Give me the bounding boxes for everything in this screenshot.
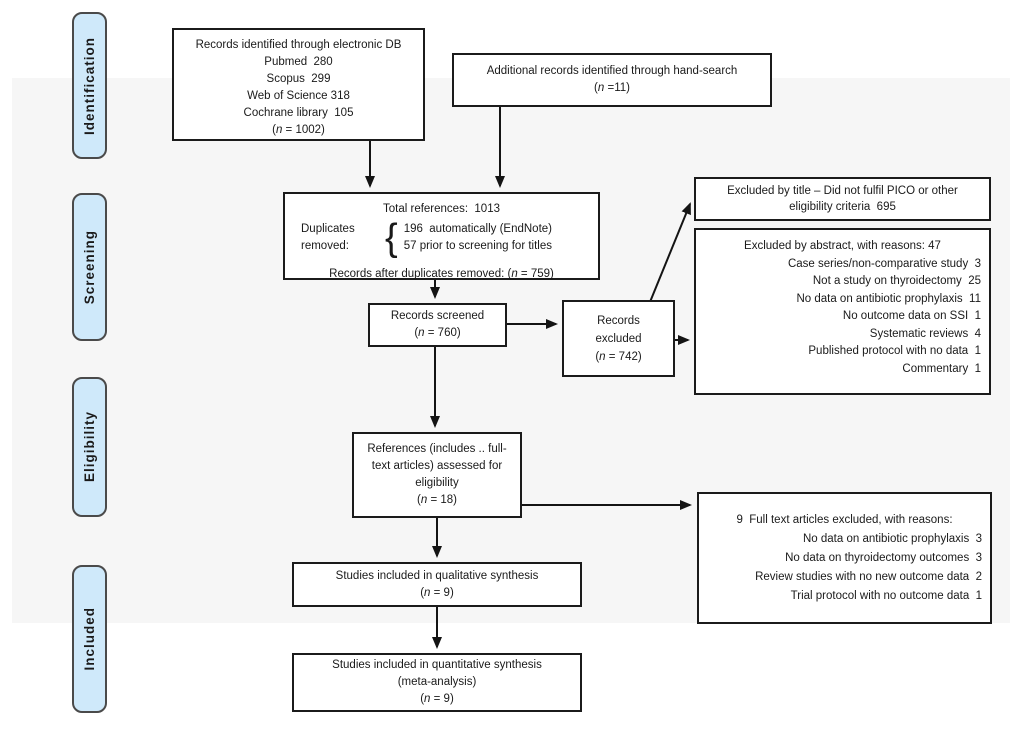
box-line: References (includes .. full- [367,443,507,455]
box-line: Records identified through electronic DB [195,39,402,51]
duplicates-removed-group: Duplicates removed: { 196 automatically … [301,219,598,257]
box-count: (n =11) [594,82,630,94]
exclusion-reason: Case series/non-comparative study 3 [787,257,981,270]
exclusion-reason: Trial protocol with no outcome data 1 [790,589,982,602]
stage-label-eligibility: Eligibility [72,377,107,517]
stage-label-screening: Screening [72,193,107,341]
exclusion-header: 9 Full text articles excluded, with reas… [736,513,953,526]
excluded-by-title-box: Excluded by title – Did not fulfil PICO … [694,177,991,221]
exclusion-header: Excluded by abstract, with reasons: 47 [744,240,941,252]
additional-records-box: Additional records identified through ha… [452,53,772,107]
stage-label-identification: Identification [72,12,107,159]
exclusion-reason: Not a study on thyroidectomy 25 [812,275,981,287]
box-line: excluded [595,332,642,345]
box-line: removed: [301,240,349,252]
records-screened-box: Records screened (n = 760) [368,303,507,347]
stage-label-text: Screening [82,229,97,305]
exclusion-reason: Commentary 1 [902,362,981,375]
box-line: Studies included in qualitative synthesi… [335,569,539,582]
total-references-box: Total references: 1013 Duplicates remove… [283,192,600,280]
box-line: 196 automatically (EndNote) [403,223,553,235]
box-line: Records screened [390,310,485,322]
box-line: Duplicates [301,223,355,235]
box-line: Additional records identified through ha… [486,65,738,77]
box-line: Records [597,314,640,327]
exclusion-reason: Review studies with no new outcome data … [755,570,982,583]
box-line: (meta-analysis) [397,676,477,688]
box-count: (n = 9) [420,586,454,599]
box-count: (n = 742) [595,350,642,363]
stage-label-text: Eligibility [82,411,97,483]
duplicates-label: Duplicates removed: [301,221,383,255]
box-line: Cochrane library 105 [243,107,354,119]
references-assessed-box: References (includes .. full- text artic… [352,432,522,518]
box-line: Scopus 299 [266,73,331,85]
box-count: (n = 18) [417,494,457,506]
box-line: Studies included in quantitative synthes… [332,659,542,671]
exclusion-reason: No outcome data on SSI 1 [842,310,981,322]
exclusion-reason: No data on antibiotic prophylaxis 3 [803,532,982,545]
stage-label-text: Included [82,607,97,671]
total-references-title: Total references: 1013 [383,203,500,215]
excluded-by-abstract-box: Excluded by abstract, with reasons: 47 C… [694,228,991,395]
box-line: Excluded by title – Did not fulfil PICO … [727,185,958,197]
brace-glyph: { [385,217,398,259]
qualitative-synthesis-box: Studies included in qualitative synthesi… [292,562,582,607]
box-line: eligibility criteria 695 [789,201,896,213]
stage-label-text: Identification [82,36,97,135]
records-after-duplicates: Records after duplicates removed: (n = 7… [329,268,554,280]
box-count: (n = 1002) [272,124,325,136]
exclusion-reason: Systematic reviews 4 [869,327,981,340]
fulltext-excluded-box: 9 Full text articles excluded, with reas… [697,492,992,624]
box-line: text articles) assessed for [371,460,503,472]
records-excluded-box: Records excluded (n = 742) [562,300,675,377]
box-line: Pubmed 280 [264,56,333,68]
records-identified-box: Records identified through electronic DB… [172,28,425,141]
exclusion-reason: No data on thyroidectomy outcomes 3 [785,551,982,564]
box-count: (n = 760) [414,327,461,339]
duplicates-items: 196 automatically (EndNote) 57 prior to … [404,221,552,255]
exclusion-reason: No data on antibiotic prophylaxis 11 [796,292,981,305]
stage-label-included: Included [72,565,107,713]
box-line: eligibility [415,477,459,489]
box-line: Web of Science 318 [247,90,350,102]
box-count: (n = 9) [420,693,454,705]
box-line: 57 prior to screening for titles [403,240,552,252]
quantitative-synthesis-box: Studies included in quantitative synthes… [292,653,582,712]
exclusion-reason: Published protocol with no data 1 [808,345,981,357]
